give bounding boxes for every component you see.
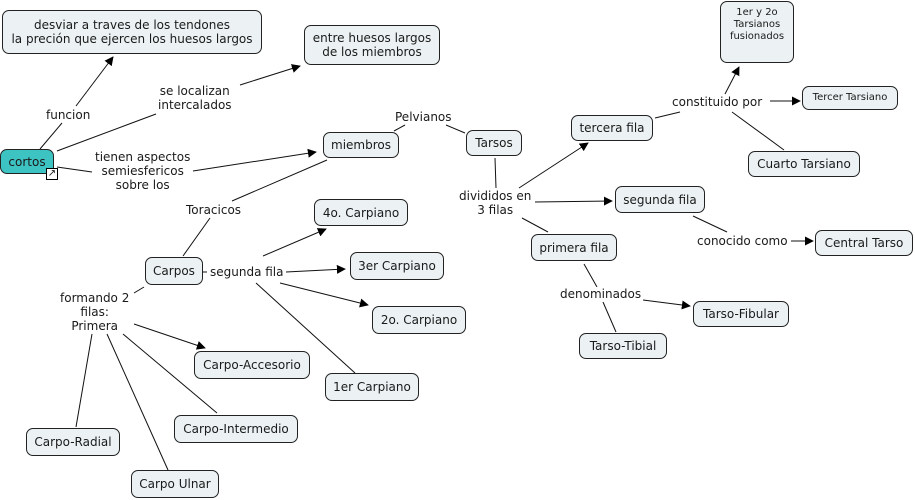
edge-segundafila-1er bbox=[255, 282, 356, 374]
link-phrase-toracicos[interactable]: Toracicos bbox=[184, 203, 244, 217]
edge-segundafila-3er bbox=[285, 264, 346, 274]
edge-segundafila-4o bbox=[262, 228, 327, 257]
concept-node-tercer-tarsiano[interactable]: Tercer Tarsiano bbox=[802, 86, 898, 110]
link-phrase-tienen-aspectos[interactable]: tienen aspectos semiesfericos sobre los bbox=[93, 150, 193, 192]
concept-node-1er-carpiano[interactable]: 1er Carpiano bbox=[325, 373, 419, 401]
concept-node-primera-fila[interactable]: primera fila bbox=[531, 234, 617, 261]
link-phrase-constituido[interactable]: constituido por bbox=[670, 95, 765, 109]
edge-divididos-tercera bbox=[518, 142, 589, 189]
edge-formando-ulnar bbox=[106, 333, 169, 471]
edge-formando-intermedio bbox=[122, 333, 218, 414]
edge-miembros-pelvianos bbox=[393, 124, 406, 132]
edge-segundafila-2o bbox=[279, 282, 369, 308]
link-phrase-conocido[interactable]: conocido como bbox=[695, 234, 790, 248]
edge-formando-radial bbox=[75, 333, 93, 428]
concept-node-funcion-target[interactable]: desviar a traves de los tendones la prec… bbox=[2, 10, 262, 54]
concept-node-segunda-fila[interactable]: segunda fila bbox=[615, 186, 705, 213]
edge-pelvianos-tarsos bbox=[445, 124, 466, 134]
edge-denominados-tibial bbox=[602, 301, 617, 333]
link-phrase-se-localizan[interactable]: se localizan intercalados bbox=[156, 84, 234, 112]
edge-cortos-tienen bbox=[56, 166, 93, 173]
edge-selocalizan-entre bbox=[239, 64, 301, 86]
concept-node-tarsos[interactable]: Tarsos bbox=[466, 130, 522, 156]
concept-node-tarso-fibular[interactable]: Tarso-Fibular bbox=[693, 301, 789, 327]
edge-toracicos-carpos bbox=[182, 217, 211, 257]
edge-tienen-miembros bbox=[192, 148, 317, 172]
link-phrase-pelvianos[interactable]: Pelvianos bbox=[393, 110, 454, 124]
edge-formando-accesorio bbox=[133, 323, 206, 350]
concept-node-cortos[interactable]: cortos bbox=[0, 149, 54, 174]
concept-node-carpo-ulnar[interactable]: Carpo Ulnar bbox=[131, 470, 219, 498]
concept-node-miembros[interactable]: miembros bbox=[323, 132, 399, 158]
concept-node-cuarto-tarsiano[interactable]: Cuarto Tarsiano bbox=[748, 151, 860, 177]
concept-node-carpo-intermedio[interactable]: Carpo-Intermedio bbox=[174, 415, 298, 443]
concept-node-tercera-fila[interactable]: tercera fila bbox=[571, 115, 653, 141]
link-phrase-funcion[interactable]: funcion bbox=[44, 108, 93, 122]
edge-primera-denominados bbox=[583, 263, 598, 288]
edge-cortos-funcion bbox=[39, 122, 63, 150]
edge-constituido-cuarto bbox=[731, 111, 785, 151]
concept-node-carpo-radial[interactable]: Carpo-Radial bbox=[26, 428, 120, 456]
edge-denominados-fibular bbox=[642, 299, 691, 310]
concept-node-2o-carpiano[interactable]: 2o. Carpiano bbox=[372, 306, 466, 334]
edge-miembros-toracicos bbox=[231, 159, 328, 202]
concept-node-4o-carpiano[interactable]: 4o. Carpiano bbox=[314, 199, 408, 226]
edge-funcion-desviar bbox=[75, 56, 114, 107]
concept-node-carpo-accesorio[interactable]: Carpo-Accesorio bbox=[194, 351, 310, 379]
concept-node-3er-carpiano[interactable]: 3er Carpiano bbox=[350, 252, 444, 280]
edge-cortos-selocalizan bbox=[56, 113, 157, 152]
edge-tercera-constituido bbox=[654, 111, 681, 119]
edge-divididos-segunda bbox=[534, 196, 613, 206]
concept-node-carpos[interactable]: Carpos bbox=[145, 257, 203, 285]
link-phrase-segunda-fila[interactable]: segunda fila bbox=[208, 265, 286, 279]
concept-node-tarsianos-fusionados[interactable]: 1er y 2o Tarsianos fusionados bbox=[720, 1, 794, 63]
link-phrase-formando[interactable]: formando 2 filas: Primera bbox=[58, 291, 132, 333]
link-phrase-denominados[interactable]: denominados bbox=[558, 287, 644, 301]
concept-node-tarso-tibial[interactable]: Tarso-Tibial bbox=[579, 333, 667, 359]
edge-divididos-primera bbox=[521, 217, 549, 233]
concept-node-central-tarso[interactable]: Central Tarso bbox=[815, 230, 913, 256]
resource-link-icon[interactable]: ↗ bbox=[46, 168, 58, 180]
edge-constituido-fusionados bbox=[724, 66, 740, 95]
concept-node-entre-huesos[interactable]: entre huesos largos de los miembros bbox=[304, 25, 440, 65]
edge-tarsos-divididos bbox=[494, 157, 497, 189]
edge-segunda-conocido bbox=[692, 215, 728, 233]
edge-carpos-formando bbox=[133, 286, 145, 294]
link-phrase-divididos[interactable]: divididos en 3 filas bbox=[457, 189, 534, 217]
